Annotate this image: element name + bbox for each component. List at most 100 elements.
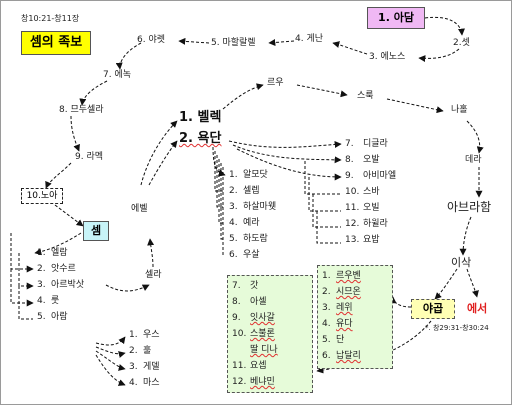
edge-joktan-sons-a — [212, 146, 226, 177]
edge-nahor-terah — [466, 120, 484, 154]
list-item: 4.예라 — [229, 215, 276, 231]
list-item: 13.요밥 — [345, 232, 396, 248]
edge-shem-son1 — [34, 232, 82, 256]
list-item: 6. 납달리 — [322, 348, 361, 364]
list-item: 4. 마스 — [129, 375, 160, 391]
list-joktan-sons-a: 1.알모닷 2.셀렙 3.하살마웻 4.예라 5.하도람 6.우살 — [229, 167, 276, 263]
list-item-number: 3. — [322, 303, 331, 313]
list-item-number: 11. — [345, 203, 360, 213]
edge-isaac-esau — [466, 268, 479, 298]
list-item-number: 9. — [345, 171, 354, 181]
node-shem: 셈 — [83, 221, 109, 241]
node-enosh: 3. 에노스 — [369, 52, 406, 62]
list-item-number: 8. — [232, 297, 241, 307]
list-item: 8. 오발 — [345, 152, 396, 168]
list-item: 11.오빌 — [345, 200, 396, 216]
list-item: 1. 엘람 — [37, 245, 84, 261]
node-enoch: 7. 에녹 — [103, 70, 132, 80]
list-item-number: 6. — [229, 250, 238, 260]
edge-eber-peleg — [140, 120, 178, 186]
edge-kenan-mahalalel — [268, 39, 295, 46]
list-item: 2.셀렙 — [229, 183, 276, 199]
list-item-name: 스바 — [363, 187, 380, 197]
node-isaac: 이삭 — [451, 256, 472, 269]
list-item-number: 2. — [229, 186, 238, 196]
edge-adam-seth — [424, 16, 465, 36]
list-item-number: 3. — [37, 280, 46, 290]
edge-aram-gether — [95, 350, 126, 371]
edge-peleg-reu — [222, 83, 264, 110]
edge-connector — [222, 167, 225, 256]
edge-enoch-methuselah — [79, 80, 108, 106]
list-shem-sons: 1.엘람 2.앗수르 3.아르박삿 4.룻 5.아람 — [37, 245, 84, 325]
list-item-number: 4. — [129, 378, 138, 388]
node-peleg: 1. 벨렉 — [179, 110, 222, 125]
list-jacob-sons-a: 1.르우벤 2.시므온 3.레위 4.유다 5.단 6.납달리 — [322, 268, 361, 364]
list-item-name: 오발 — [363, 155, 380, 165]
node-lamech: 9. 라멕 — [75, 152, 104, 162]
list-item: 12.베냐민 — [232, 374, 278, 390]
list-item-name: 시므온 — [336, 287, 361, 297]
node-eber: 에벨 — [131, 204, 148, 214]
list-item-number: 2. — [129, 346, 138, 356]
list-item-number: 11. — [232, 361, 247, 371]
list-item-number: 12. — [345, 219, 360, 229]
edge-noah-shem — [54, 204, 84, 227]
list-item-name: 하도람 — [243, 234, 268, 244]
edge-reu-serug — [296, 84, 348, 98]
list-item-number: 7. — [345, 139, 354, 149]
node-jacob-label: 야곱 — [422, 302, 444, 315]
edge-shem-son5 — [18, 286, 33, 320]
node-terah: 데라 — [465, 155, 482, 165]
list-item-number: 2. — [37, 264, 46, 274]
edge-enosh-kenan — [332, 41, 368, 55]
edge-aram-uz — [95, 336, 126, 346]
list-item-name: 아셀 — [250, 297, 267, 307]
list-item-number: 8. — [345, 155, 354, 165]
list-item: 5.아람 — [37, 309, 84, 325]
list-item-number: 10. — [232, 329, 247, 339]
list-item-name: 갓 — [250, 281, 259, 291]
list-item: 2.앗수르 — [37, 261, 84, 277]
list-item-number: 6. — [322, 351, 331, 361]
edge-aram-hul — [95, 346, 126, 358]
node-reu: 르우 — [267, 78, 284, 88]
node-mahalalel: 5. 마할랄렐 — [211, 38, 256, 48]
list-item-name: 우살 — [243, 250, 260, 260]
edge-seth-enosh — [418, 48, 460, 63]
node-kenan: 4. 게난 — [295, 34, 324, 44]
list-item-number: 9. — [232, 313, 241, 323]
list-item: 9. 잇사갈 — [232, 310, 278, 326]
list-item-name: 게델 — [143, 362, 160, 372]
edge-methuselah-lamech — [70, 115, 80, 152]
edge-connector — [304, 161, 341, 195]
list-item-number: 13. — [345, 235, 360, 245]
list-item: 7.디글라 — [345, 136, 396, 152]
list-item: 7. 갓 — [232, 278, 278, 294]
list-item: 2. 훌 — [129, 343, 160, 359]
list-item-number: 2. — [322, 287, 331, 297]
list-item-name: 잇사갈 — [250, 313, 275, 323]
list-item-number: 1. — [37, 248, 46, 258]
list-item-name: 베냐민 — [250, 377, 275, 387]
list-item: 1.우스 — [129, 327, 160, 343]
list-item-number: 7. — [232, 281, 241, 291]
list-item-name: 유다 — [336, 319, 353, 329]
list-item: 11.요셉 — [232, 358, 278, 374]
list-item-name: 르우벤 — [336, 271, 361, 281]
list-item: 2. 시므온 — [322, 284, 361, 300]
list-item-name: 납달리 — [336, 351, 361, 361]
node-jared: 6. 야렛 — [137, 35, 166, 45]
list-item-name: 엘람 — [51, 248, 68, 258]
node-adam-label: 1. 아담 — [378, 11, 414, 24]
list-item-name: 레위 — [336, 303, 353, 313]
list-item-name: 예라 — [243, 218, 260, 228]
list-item-name: 하살마웻 — [243, 202, 277, 212]
edge-connector — [312, 194, 341, 228]
list-item-name: 훌 — [143, 346, 152, 356]
list-item-name: 아비마엘 — [363, 171, 397, 181]
node-joktan: 2. 욕단 — [179, 132, 221, 145]
list-item-number: 3. — [229, 202, 238, 212]
list-item-name: 마스 — [143, 378, 160, 388]
